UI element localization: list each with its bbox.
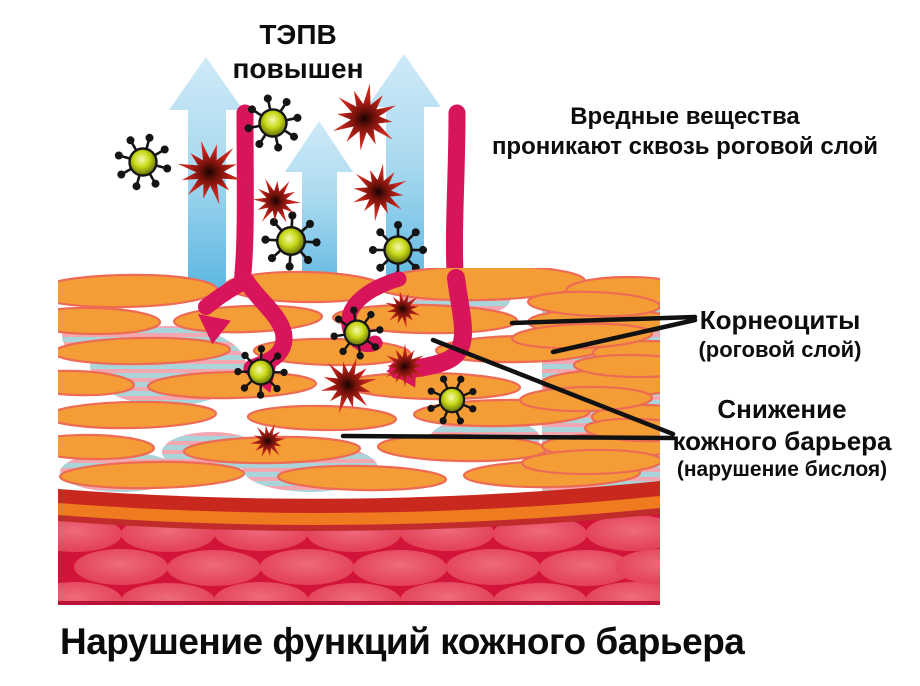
barrier-reduction-label: Снижение кожного барьера (нарушение бисл… bbox=[658, 394, 906, 483]
skin-cross-section bbox=[58, 268, 660, 605]
barrier-subtitle: (нарушение бислоя) bbox=[676, 458, 888, 482]
diagram-title: Нарушение функций кожного барьера bbox=[60, 621, 745, 662]
corneocytes-subtitle: (роговой слой) bbox=[698, 336, 862, 362]
pointer-lines bbox=[340, 314, 698, 441]
corneocytes-label: Корнеоциты (роговой слой) bbox=[664, 305, 896, 364]
barrier-line1: Снижение bbox=[717, 394, 847, 424]
harmful-substances-line2: проникают сквозь роговой слой bbox=[491, 133, 879, 160]
harmful-substances-line1: Вредные вещества bbox=[570, 103, 800, 130]
basement-membrane bbox=[58, 481, 660, 531]
barrier-line2: кожного барьера bbox=[672, 425, 892, 456]
dermis-layer bbox=[58, 510, 660, 605]
tewl-label: ТЭПВ повышен bbox=[232, 19, 364, 85]
harmful-substances-label: Вредные вещества проникают сквозь рогово… bbox=[462, 102, 908, 162]
corneocytes-title: Корнеоциты bbox=[699, 305, 861, 335]
microbe-icon bbox=[113, 132, 173, 192]
